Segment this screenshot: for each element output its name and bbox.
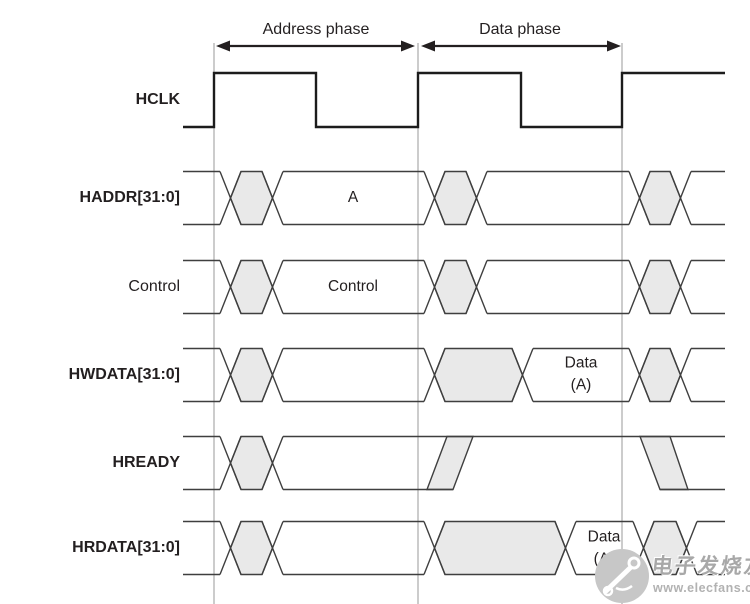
control-transition-fill	[229, 259, 274, 315]
haddr310-transition-cross	[423, 171, 488, 225]
signal-label-hready: HREADY	[112, 454, 180, 471]
control-transition-cross	[628, 260, 692, 314]
signal-label-control: Control	[128, 278, 180, 295]
elecfans-logo-icon	[595, 549, 649, 603]
control-wave	[183, 259, 725, 315]
phase-arrowhead-right	[401, 40, 415, 52]
haddr310-transition-fill	[433, 170, 478, 226]
haddr-value-label: A	[347, 188, 359, 206]
haddr310-wave	[183, 170, 725, 226]
signal-label-haddr: HADDR[31:0]	[79, 189, 180, 206]
watermark-brand: 电子发烧友	[650, 555, 750, 578]
hready-fall-fill	[638, 435, 689, 491]
phase-arrowhead-left	[421, 40, 435, 52]
phase-arrowhead-left	[216, 40, 230, 52]
haddr310-transition-fill	[638, 170, 682, 226]
bus-value-line: Data	[564, 354, 598, 372]
phase-arrowhead-right	[607, 40, 621, 52]
hwdata310-transition-cross	[219, 348, 284, 402]
hrdata310-transition-fill	[229, 520, 274, 576]
address-phase-label: Address phase	[262, 21, 370, 38]
hwdata310-transition-cross	[423, 348, 534, 402]
hready-wave	[283, 435, 725, 491]
hwdata310-transition-fill	[433, 347, 524, 403]
hwdata310-transition-cross	[628, 348, 692, 402]
bus-value-line: (A)	[570, 377, 592, 394]
data-phase-label: Data phase	[479, 21, 561, 38]
haddr310-transition-cross	[628, 171, 692, 225]
hready-transition-fill	[229, 435, 274, 491]
hready-transition-cross	[219, 436, 284, 490]
hwdata310-wave	[183, 347, 725, 403]
control-transition-fill	[433, 259, 478, 315]
hready-rise-fill	[425, 435, 475, 491]
watermark: 电子发烧友 www.elecfans.com	[592, 544, 750, 604]
haddr310-transition-fill	[229, 170, 274, 226]
bus-value-line: Data	[587, 528, 621, 546]
signal-label-hclk: HCLK	[135, 91, 180, 108]
watermark-url: www.elecfans.com	[653, 581, 750, 595]
hwdata-value-label: Data (A)	[565, 353, 598, 398]
hready-idle	[183, 435, 220, 491]
signal-label-hwdata: HWDATA[31:0]	[68, 366, 180, 383]
hclk-wave	[183, 71, 725, 129]
hwdata310-transition-fill	[638, 347, 682, 403]
hwdata310-transition-fill	[229, 347, 274, 403]
hrdata310-transition-cross	[632, 521, 698, 575]
control-transition-cross	[219, 260, 284, 314]
haddr310-transition-cross	[219, 171, 284, 225]
hrdata310-transition-cross	[219, 521, 284, 575]
hrdata310-transition-cross	[423, 521, 577, 575]
signal-label-hrdata: HRDATA[31:0]	[72, 539, 180, 556]
control-value-label: Control	[328, 277, 378, 295]
control-transition-fill	[638, 259, 682, 315]
hrdata310-transition-fill	[433, 520, 567, 576]
control-transition-cross	[423, 260, 488, 314]
